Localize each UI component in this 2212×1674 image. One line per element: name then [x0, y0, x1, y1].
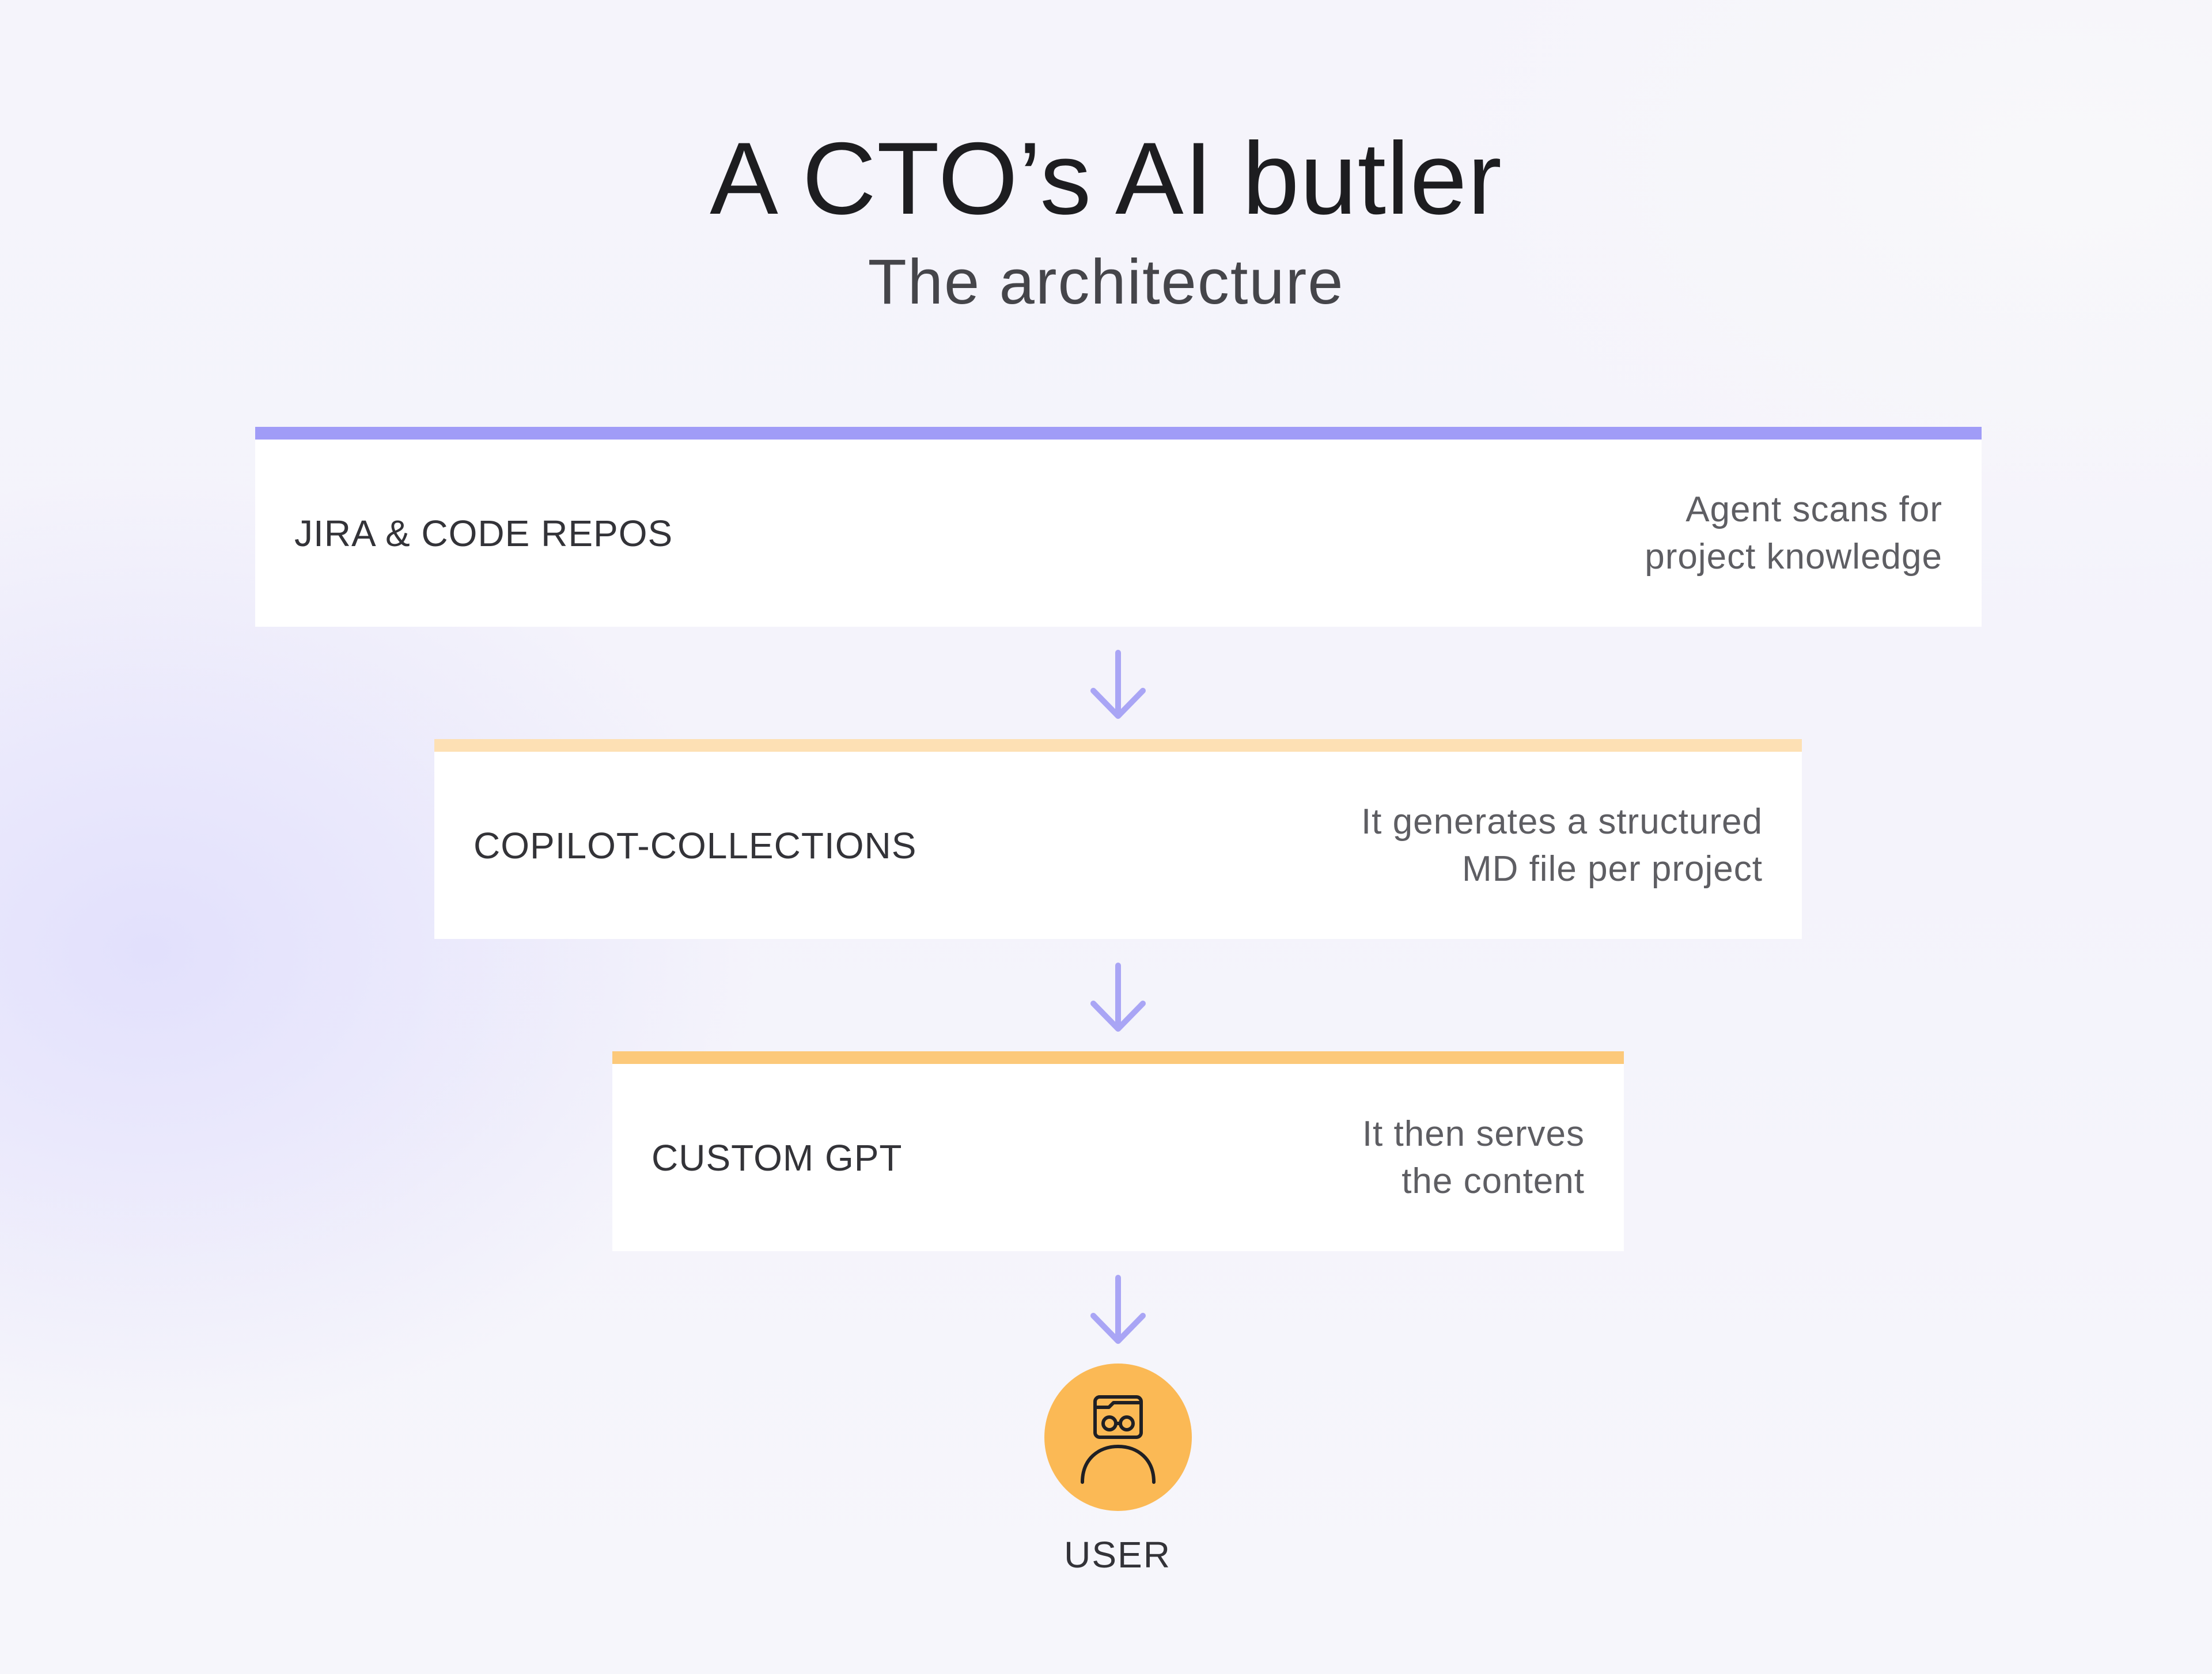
- step-accent-bar: [612, 1051, 1624, 1064]
- step-box-copilot-collections: COPILOT-COLLECTIONS It generates a struc…: [434, 739, 1802, 939]
- step-description: It generates a structured MD file per pr…: [1361, 801, 1763, 889]
- step-description: It then serves the content: [1362, 1114, 1585, 1201]
- user-avatar: [1044, 1364, 1192, 1511]
- step-accent-bar: [434, 739, 1802, 752]
- step-label: COPILOT-COLLECTIONS: [474, 824, 917, 866]
- step-description: Agent scans for project knowledge: [1645, 489, 1942, 577]
- arrow-down-icon: [1090, 1275, 1146, 1344]
- diagram-title: A CTO’s AI butler: [710, 121, 1502, 236]
- user-label: USER: [1064, 1534, 1171, 1575]
- step-box-custom-gpt: CUSTOM GPT It then serves the content: [612, 1051, 1624, 1251]
- arrow-down-icon: [1090, 963, 1146, 1032]
- arrow-down-icon: [1090, 650, 1146, 719]
- user-with-glasses-icon: [1081, 1395, 1156, 1484]
- step-label: JIRA & CODE REPOS: [294, 512, 673, 554]
- diagram-subtitle: The architecture: [868, 247, 1344, 317]
- step-accent-bar: [255, 427, 1982, 440]
- step-label: CUSTOM GPT: [652, 1137, 903, 1179]
- step-box-jira-code-repos: JIRA & CODE REPOS Agent scans for projec…: [255, 427, 1982, 627]
